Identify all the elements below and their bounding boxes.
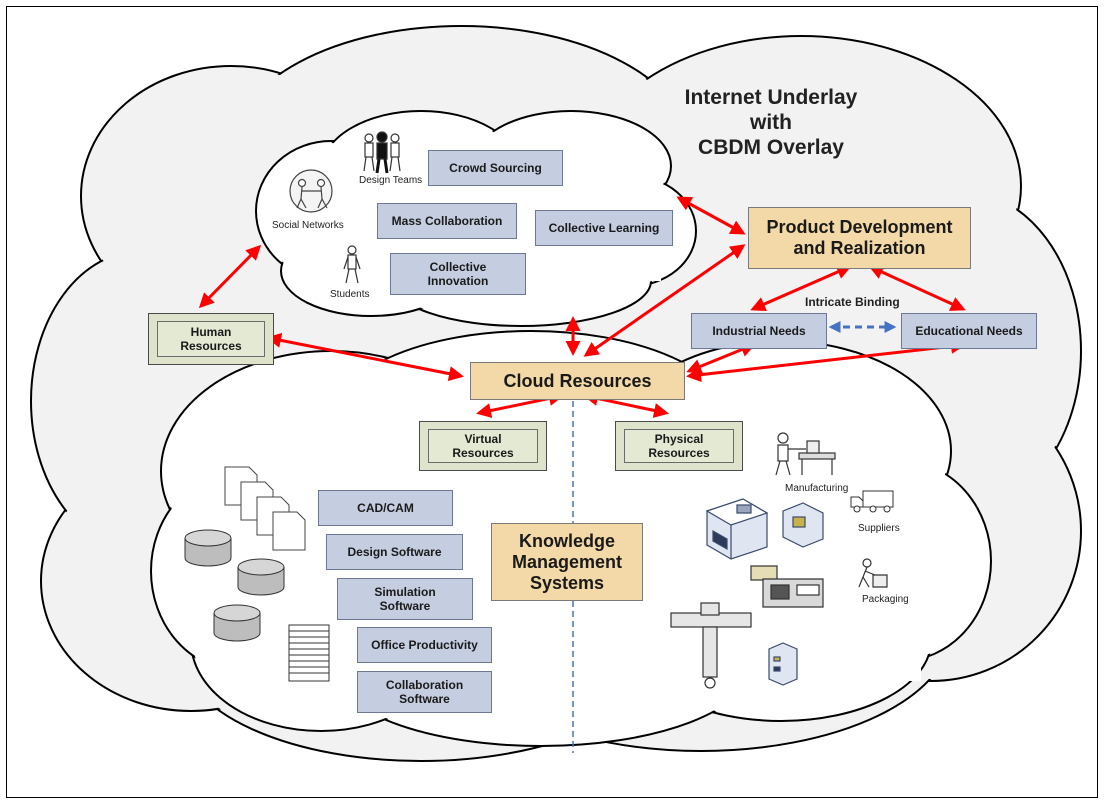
simulation-software-box: Simulation Software [337, 578, 473, 620]
physical-resources-label-1: Physical [654, 432, 704, 446]
collaboration-software-label-2: Software [399, 692, 450, 706]
design-software-box: Design Software [326, 534, 463, 570]
mass-collaboration-label: Mass Collaboration [391, 214, 503, 228]
diagram-frame: Internet Underlay with CBDM Overlay Crow… [6, 6, 1098, 798]
manufacturing-label: Manufacturing [785, 483, 849, 494]
database-icons [184, 529, 285, 642]
virtual-resources-label-1: Virtual [464, 432, 502, 446]
manufacturing-icon [775, 432, 836, 476]
physical-resources-label-2: Resources [648, 446, 710, 460]
office-productivity-box: Office Productivity [357, 627, 492, 663]
diagram-title: Internet Underlay with CBDM Overlay [641, 85, 901, 160]
collective-learning-label: Collective Learning [548, 221, 660, 235]
cloud-resources-label: Cloud Resources [503, 370, 652, 391]
arrow-product-educational [868, 265, 966, 311]
human-resources-box: Human Resources [148, 313, 274, 365]
human-resources-inner: Human Resources [157, 321, 265, 357]
arrow-product-industrial [750, 264, 852, 312]
students-icon [343, 245, 361, 284]
title-line-3: CBDM Overlay [698, 136, 844, 159]
connector-arrows [198, 196, 966, 418]
truck-icon [850, 490, 894, 513]
collective-innovation-box: Collective Innovation [390, 253, 526, 295]
diagram-canvas [30, 25, 1082, 762]
title-line-2: with [750, 111, 792, 134]
computer-icon [782, 502, 824, 548]
human-resources-label-2: Resources [180, 339, 242, 353]
simulation-software-label-1: Simulation [374, 585, 436, 599]
knowledge-management-label-1: Knowledge [518, 530, 615, 551]
product-development-label-2: and Realization [793, 238, 926, 258]
mass-collaboration-box: Mass Collaboration [377, 203, 517, 239]
knowledge-management-label-3: Systems [529, 572, 605, 593]
design-software-label: Design Software [347, 545, 442, 559]
social-networks-icon [289, 169, 333, 213]
mill-icon [670, 602, 752, 689]
product-development-box: Product Development and Realization [748, 207, 971, 269]
cad-cam-label: CAD/CAM [357, 501, 414, 515]
industrial-needs-label: Industrial Needs [712, 324, 806, 338]
lathe-icon [750, 565, 824, 608]
virtual-resources-label-2: Resources [452, 446, 514, 460]
virtual-resources-box: Virtual Resources [419, 421, 547, 471]
arrow-human-cloud [266, 332, 464, 382]
arrow-educational-cloud [686, 338, 966, 383]
arrow-social-product [676, 196, 746, 235]
design-teams-icon [363, 131, 401, 174]
physical-resources-inner: Physical Resources [624, 429, 734, 463]
collective-learning-box: Collective Learning [535, 210, 673, 246]
virtual-resources-inner: Virtual Resources [428, 429, 538, 463]
crowd-sourcing-box: Crowd Sourcing [428, 150, 563, 186]
collaboration-software-label-1: Collaboration [385, 678, 464, 692]
packaging-icon [858, 558, 888, 588]
title-line-1: Internet Underlay [684, 86, 858, 109]
educational-needs-box: Educational Needs [901, 313, 1037, 349]
packaging-label: Packaging [862, 594, 909, 605]
cad-cam-box: CAD/CAM [318, 490, 453, 526]
physical-resources-box: Physical Resources [615, 421, 743, 471]
crowd-sourcing-label: Crowd Sourcing [449, 161, 542, 175]
product-development-label-1: Product Development [766, 217, 953, 237]
printer-icon [705, 498, 769, 560]
collective-innovation-label-1: Collective [429, 260, 487, 274]
documents-icon [224, 466, 306, 551]
educational-needs-label: Educational Needs [915, 324, 1023, 338]
industrial-needs-box: Industrial Needs [691, 313, 827, 349]
students-label: Students [330, 289, 370, 300]
server-icon [768, 642, 798, 686]
listing-icon [288, 624, 330, 682]
office-productivity-label: Office Productivity [371, 638, 478, 652]
suppliers-label: Suppliers [858, 523, 900, 534]
simulation-software-label-2: Software [379, 599, 431, 613]
knowledge-management-label-2: Management [511, 551, 623, 572]
cloud-resources-box: Cloud Resources [470, 362, 685, 400]
arrow-product-cloud [583, 244, 746, 357]
arrow-social-human [198, 244, 262, 309]
human-resources-label-1: Human [190, 325, 232, 339]
design-teams-label: Design Teams [359, 175, 423, 186]
social-networks-label: Social Networks [272, 220, 344, 231]
intricate-binding-label: Intricate Binding [805, 295, 900, 309]
collective-innovation-label-2: Innovation [427, 274, 489, 288]
knowledge-management-box: Knowledge Management Systems [491, 523, 643, 601]
collaboration-software-box: Collaboration Software [357, 671, 492, 713]
